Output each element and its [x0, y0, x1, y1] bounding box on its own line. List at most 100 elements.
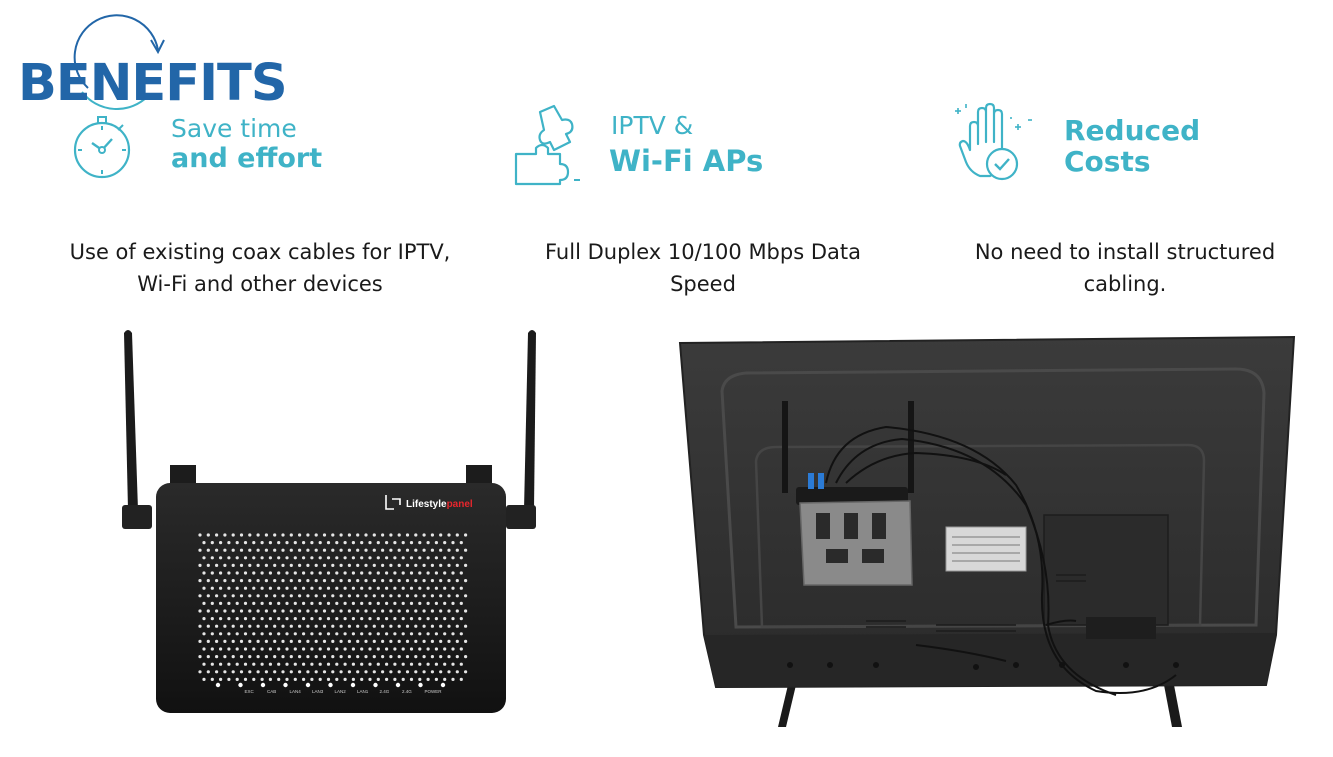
vent-dot — [206, 594, 210, 598]
vent-dot — [360, 632, 364, 636]
vent-dot — [401, 617, 405, 621]
vent-dot — [464, 624, 468, 628]
vent-dot — [260, 647, 264, 651]
vent-dot — [326, 571, 331, 575]
vent-dot — [227, 632, 231, 636]
vent-dot — [451, 586, 455, 590]
vent-dot — [331, 624, 335, 628]
vent-dot — [455, 548, 459, 552]
vent-dot — [248, 655, 252, 659]
vent-dot — [219, 601, 223, 605]
vent-dot — [364, 655, 368, 659]
vent-dot — [414, 548, 418, 552]
vent-dot — [281, 609, 285, 613]
vent-dot — [260, 601, 264, 605]
mounted-router — [796, 487, 908, 505]
vent-dot — [447, 639, 451, 643]
vent-dot — [389, 548, 393, 552]
vent-dot — [215, 670, 219, 674]
vent-dot — [268, 632, 272, 636]
vent-dot — [243, 617, 248, 621]
vent-dot — [351, 617, 355, 621]
benefit-description: Full Duplex 10/100 Mbps Data Speed — [510, 236, 896, 300]
vent-dot — [239, 594, 244, 598]
vent-dot — [331, 639, 335, 643]
vent-dot — [422, 609, 426, 613]
vent-dot — [322, 670, 327, 674]
vent-dot — [447, 609, 451, 613]
vent-dot — [376, 541, 380, 545]
vent-dot — [447, 533, 451, 537]
led-label: LAN2 — [335, 689, 347, 694]
vent-dot — [360, 601, 364, 605]
vent-dot — [459, 601, 463, 605]
vent-dot — [289, 609, 293, 613]
vent-dot — [243, 601, 248, 605]
vent-dot — [227, 541, 231, 545]
vent-dot — [343, 601, 347, 605]
vent-dot — [426, 677, 430, 681]
vent-dot — [455, 624, 459, 628]
vent-dot — [335, 632, 339, 636]
vent-dot — [351, 571, 355, 575]
vent-dot — [239, 579, 244, 583]
stopwatch-icon — [73, 116, 131, 179]
vent-dot — [202, 541, 206, 545]
vent-dot — [281, 655, 285, 659]
vent-dot — [335, 541, 339, 545]
vent-dot — [405, 655, 410, 659]
vent-dot — [360, 571, 364, 575]
vent-dot — [356, 624, 360, 628]
vent-dot — [215, 609, 219, 613]
vent-dot — [360, 647, 364, 651]
vent-dot — [393, 677, 397, 681]
benefit-reduced-costs: Reduced Costs — [952, 100, 1252, 190]
antenna-hinge-right — [506, 505, 536, 529]
vent-dot — [260, 632, 264, 636]
vent-dot — [310, 556, 314, 560]
vent-dot — [376, 601, 380, 605]
vent-dot — [418, 541, 422, 545]
vent-dot — [318, 586, 322, 590]
vent-dot — [385, 662, 389, 666]
vent-dot — [219, 571, 223, 575]
vent-dot — [298, 594, 302, 598]
page-title: BENEFITS — [18, 54, 288, 113]
vent-dot — [459, 586, 463, 590]
vent-dot — [318, 617, 322, 621]
vent-dot — [318, 541, 322, 545]
vent-dot — [422, 579, 426, 583]
vent-dot — [397, 639, 401, 643]
vent-dot — [389, 670, 393, 674]
vent-dot — [455, 609, 459, 613]
vent-dot — [422, 563, 426, 567]
vent-dot — [439, 639, 443, 643]
vent-dot — [289, 594, 293, 598]
vent-dot — [405, 579, 410, 583]
vent-dot — [430, 624, 434, 628]
led-label: POWER — [425, 689, 443, 694]
vent-dot — [322, 548, 327, 552]
vent-dot — [326, 601, 331, 605]
vent-dot — [326, 632, 331, 636]
vent-dot — [414, 563, 418, 567]
vent-dot — [298, 670, 302, 674]
vent-dot — [426, 556, 430, 560]
vent-dot — [231, 548, 235, 552]
vent-dot — [227, 677, 231, 681]
vent-dot — [430, 655, 434, 659]
vent-dot — [443, 556, 447, 560]
led-dot — [215, 682, 221, 688]
vent-dot — [273, 594, 277, 598]
vent-dot — [215, 533, 219, 537]
antenna-right — [524, 330, 536, 510]
vent-dot — [451, 662, 455, 666]
vent-dot — [326, 617, 331, 621]
vent-dot — [302, 571, 306, 575]
vent-dot — [202, 617, 206, 621]
vent-dot — [219, 541, 223, 545]
vent-dot — [227, 556, 231, 560]
vent-dot — [281, 594, 285, 598]
vent-dot — [339, 609, 343, 613]
vent-dot — [252, 662, 256, 666]
